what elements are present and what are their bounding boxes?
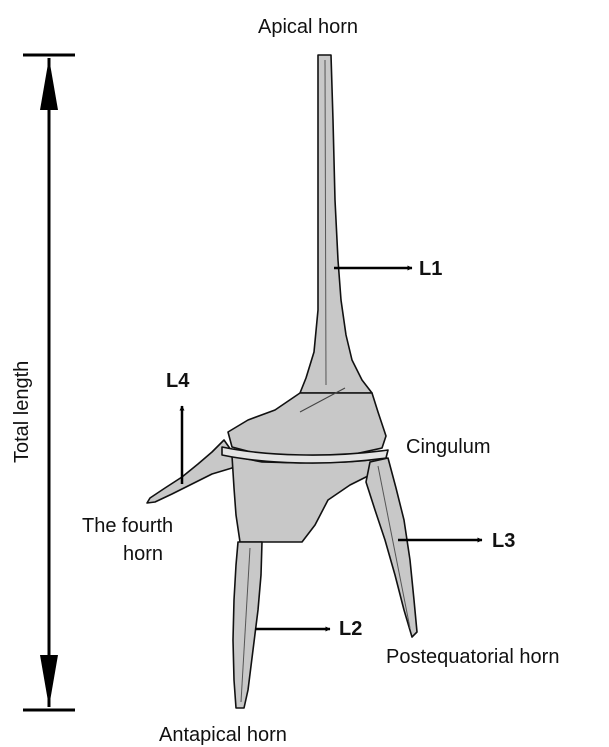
apical-horn-shape bbox=[300, 55, 372, 393]
l3-label: L3 bbox=[492, 531, 515, 551]
epitheca-shape bbox=[228, 393, 386, 457]
up-arrowhead bbox=[40, 58, 58, 110]
l1-label: L1 bbox=[419, 259, 442, 279]
antapical-horn-label: Antapical horn bbox=[159, 725, 287, 745]
cingulum-label: Cingulum bbox=[406, 437, 490, 457]
fourth-horn-label-line1: The fourth bbox=[82, 516, 173, 536]
apical-horn-label: Apical horn bbox=[258, 17, 358, 37]
l2-label: L2 bbox=[339, 619, 362, 639]
postequatorial-horn-label: Postequatorial horn bbox=[386, 647, 559, 667]
total-length-label: Total length bbox=[12, 361, 32, 463]
fourth-horn-label-line2: horn bbox=[123, 544, 163, 564]
postequatorial-horn-shape bbox=[366, 458, 417, 637]
down-arrowhead bbox=[40, 655, 58, 707]
antapical-horn-shape bbox=[233, 542, 262, 708]
l4-label: L4 bbox=[166, 371, 189, 391]
hypotheca-shape bbox=[232, 452, 385, 542]
